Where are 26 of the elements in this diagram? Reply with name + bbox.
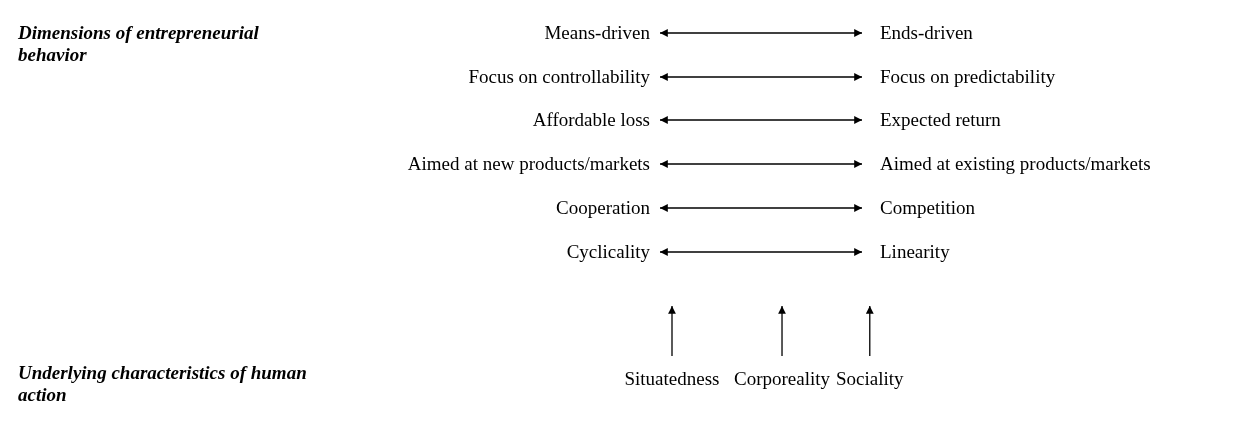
double-headed-arrow: [659, 116, 863, 124]
section-heading: Dimensions of entrepreneurial behavior: [18, 22, 260, 66]
term-label: Aimed at new products/markets: [407, 153, 660, 175]
term-label: Cooperation: [556, 197, 660, 219]
term-label: Cyclicality: [566, 241, 660, 263]
double-headed-arrow: [659, 29, 863, 37]
term-label: Means-driven: [544, 22, 660, 44]
arrow: [668, 305, 676, 357]
arrow: [778, 305, 786, 357]
term-label: Corporeality: [734, 356, 831, 390]
arrow: [865, 305, 874, 357]
double-headed-arrow: [659, 73, 863, 81]
term-label: Affordable loss: [532, 109, 660, 131]
term-label: Competition: [862, 197, 975, 219]
section-heading: Underlying characteristics of human action: [18, 362, 308, 406]
term-label: Sociality: [836, 356, 904, 390]
term-label: Expected return: [862, 109, 1001, 131]
term-label: Linearity: [862, 241, 950, 263]
term-label: Focus on predictability: [862, 66, 1056, 88]
double-headed-arrow: [659, 248, 863, 256]
term-label: Aimed at existing products/markets: [862, 153, 1151, 175]
double-headed-arrow: [659, 204, 863, 212]
term-label: Ends-driven: [862, 22, 973, 44]
term-label: Focus on controllability: [468, 66, 660, 88]
term-label: Situatedness: [624, 356, 720, 390]
double-headed-arrow: [659, 160, 863, 168]
